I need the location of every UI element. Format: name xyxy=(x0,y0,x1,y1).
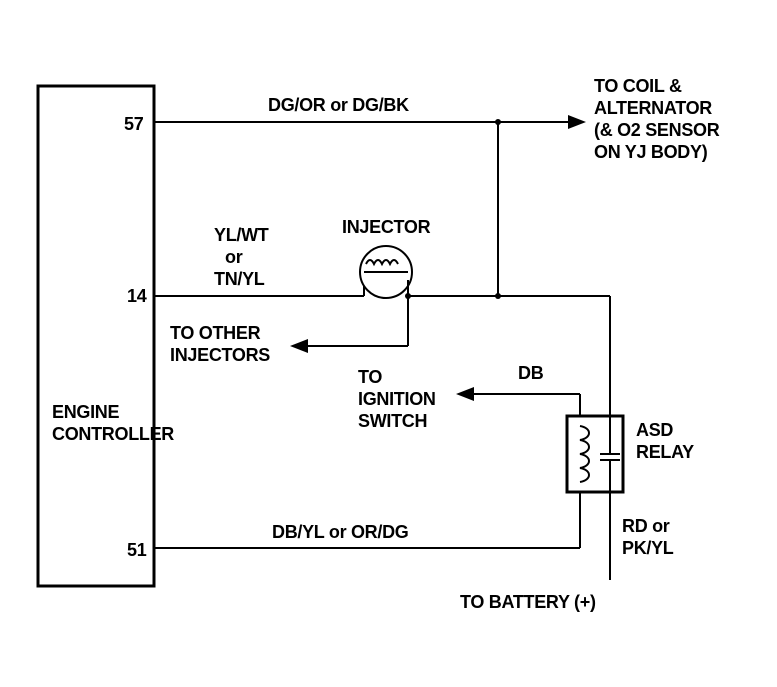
injector-wire-line2: or xyxy=(225,247,243,267)
relay-label-line1: ASD xyxy=(636,420,673,440)
pin-14-label: 14 xyxy=(127,286,147,306)
relay-label-line2: RELAY xyxy=(636,442,694,462)
coil-line4: ON YJ BODY) xyxy=(594,142,708,162)
pin-57-label: 57 xyxy=(124,114,144,134)
controller-label-line1: ENGINE xyxy=(52,402,120,422)
engine-controller-box xyxy=(36,84,156,588)
arrow-to-other-injectors xyxy=(290,339,308,353)
ignition-line1: TO xyxy=(358,367,382,387)
injector-label: INJECTOR xyxy=(342,217,431,237)
pin-51-label: 51 xyxy=(127,540,147,560)
battery-label: TO BATTERY (+) xyxy=(460,592,596,612)
other-injectors-line1: TO OTHER xyxy=(170,323,261,343)
injector-wire-line1: YL/WT xyxy=(214,225,269,245)
injector-wire-line3: TN/YL xyxy=(214,269,265,289)
ignition-line2: IGNITION xyxy=(358,389,436,409)
coil-line1: TO COIL & xyxy=(594,76,682,96)
arrow-to-ignition xyxy=(456,387,474,401)
junction-dot-top xyxy=(495,119,501,125)
coil-line2: ALTERNATOR xyxy=(594,98,712,118)
coil-line3: (& O2 SENSOR xyxy=(594,120,720,140)
controller-label-line2: CONTROLLER xyxy=(52,424,174,444)
arrow-to-coil xyxy=(568,115,586,129)
ignition-wire-label: DB xyxy=(518,363,544,383)
ignition-line3: SWITCH xyxy=(358,411,427,431)
injector-coil-icon xyxy=(365,259,399,267)
relay-ground-wire-label: DB/YL or OR/DG xyxy=(272,522,408,542)
relay-coil-icon xyxy=(579,425,590,483)
wire-label-dg-or: DG/OR or DG/BK xyxy=(268,95,409,115)
battery-wire-line1: RD or xyxy=(622,516,670,536)
other-injectors-line2: INJECTORS xyxy=(170,345,270,365)
battery-wire-line2: PK/YL xyxy=(622,538,674,558)
